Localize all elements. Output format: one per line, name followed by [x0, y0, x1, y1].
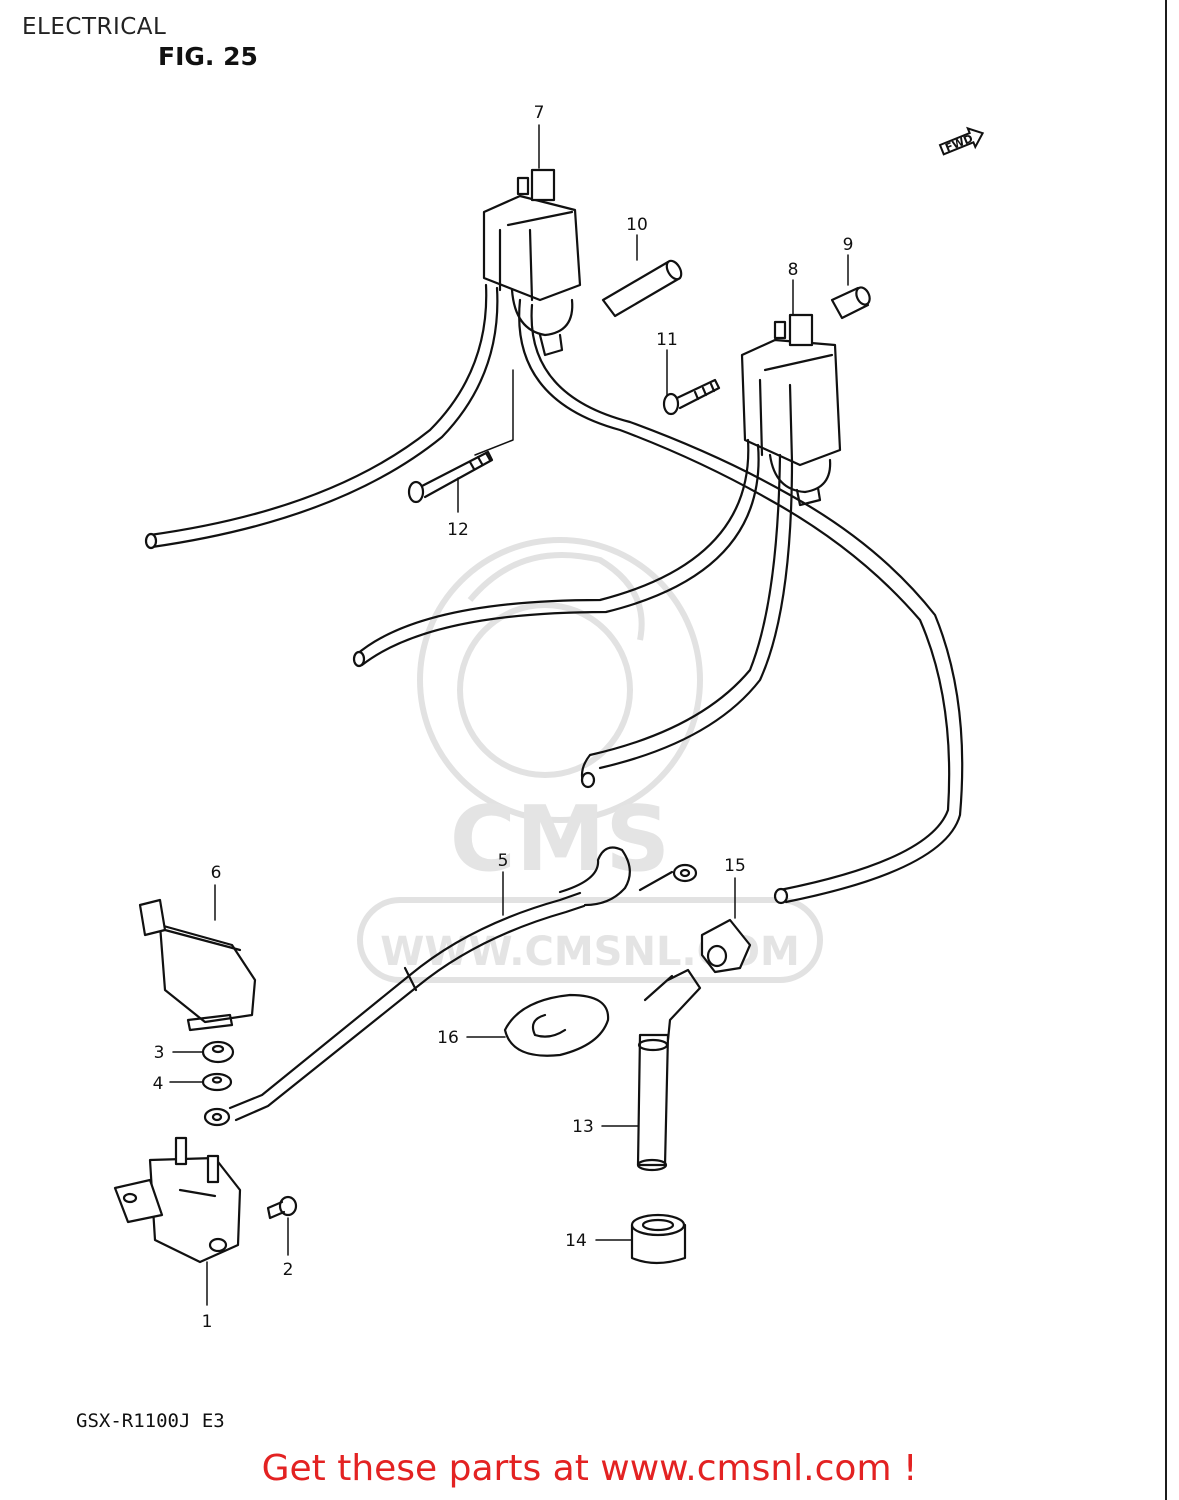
- coil-8-lead-wires: [352, 438, 794, 789]
- nut-3: [201, 1040, 235, 1064]
- watermark-brand: CMS: [450, 787, 670, 892]
- callout-6: 6: [211, 863, 222, 883]
- starter-relay-1: [113, 1136, 242, 1264]
- battery-cable-5: [203, 846, 698, 1127]
- callout-5: 5: [498, 851, 509, 871]
- callout-12: 12: [447, 520, 469, 540]
- plug-cap-13: [636, 968, 702, 1172]
- watermark-logo: [357, 537, 823, 983]
- forward-arrow-icon: FWD: [938, 126, 985, 156]
- bolt-2: [266, 1195, 298, 1220]
- wire-sleeve-10: [601, 259, 683, 318]
- callout-13: 13: [572, 1117, 594, 1137]
- coil-7-lead-wires: [144, 283, 964, 905]
- model-code: GSX-R1100J E3: [76, 1410, 225, 1432]
- section-title: ELECTRICAL: [22, 14, 167, 40]
- forward-label: FWD: [943, 132, 975, 155]
- callout-9: 9: [843, 235, 854, 255]
- callout-1: 1: [202, 1312, 213, 1332]
- callout-16: 16: [437, 1028, 459, 1048]
- callout-11: 11: [656, 330, 678, 350]
- callout-8: 8: [788, 260, 799, 280]
- cover-cap-6: [138, 898, 257, 1032]
- page-border-line: [1165, 0, 1167, 1500]
- cover-plate-16: [503, 993, 610, 1057]
- callout-3: 3: [154, 1043, 165, 1063]
- figure-title: FIG. 25: [158, 42, 258, 71]
- callout-2: 2: [283, 1260, 294, 1280]
- callout-7: 7: [534, 103, 545, 123]
- screw-12: [407, 450, 494, 504]
- footer-link-text[interactable]: Get these parts at www.cmsnl.com !: [261, 1448, 918, 1489]
- ignition-coil-7: [482, 168, 582, 357]
- grommet-15: [700, 918, 752, 974]
- callout-labels: 1 2 3 4 5 6 7 8 9 10 11 12 13 14 15 16: [153, 103, 854, 1332]
- screw-11: [662, 378, 721, 416]
- callout-14: 14: [565, 1231, 587, 1251]
- wire-sleeve-9: [830, 286, 871, 320]
- callout-4: 4: [153, 1074, 164, 1094]
- leader-lines: [169, 124, 849, 1306]
- ignition-coil-8: [740, 313, 842, 507]
- callout-10: 10: [626, 215, 648, 235]
- bush-14: [630, 1213, 687, 1265]
- callout-15: 15: [724, 856, 746, 876]
- washer-4: [201, 1072, 233, 1092]
